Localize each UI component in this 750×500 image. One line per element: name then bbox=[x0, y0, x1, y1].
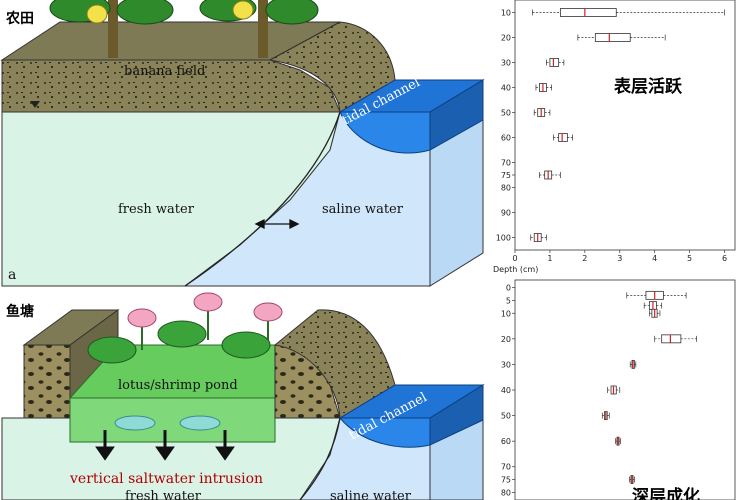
y-tick-label: 50 bbox=[501, 412, 511, 421]
y-tick-label: 30 bbox=[501, 360, 511, 369]
box-depth-75 bbox=[629, 475, 635, 484]
y-tick-label: 40 bbox=[501, 386, 511, 395]
box-depth-20 bbox=[654, 334, 697, 344]
farm-cn-label: 农田 bbox=[5, 10, 34, 27]
box-depth-30 bbox=[546, 58, 565, 67]
freshwater-saltwater-interface-top bbox=[184, 111, 341, 287]
iqr-box bbox=[594, 33, 631, 42]
y-tick-label: 100 bbox=[496, 234, 511, 243]
y-tick-label: 70 bbox=[501, 159, 511, 168]
lotus-plant-1 bbox=[87, 308, 157, 364]
x-tick-label: 2 bbox=[582, 254, 587, 263]
x-tick-label: 0 bbox=[512, 254, 517, 263]
y-tick-label: 90 bbox=[501, 209, 511, 218]
farm-diagram: 农田 banana field tidal channel fresh wate… bbox=[0, 0, 485, 287]
lotus-plant-2 bbox=[157, 292, 223, 348]
y-tick-label: 5 bbox=[506, 296, 511, 305]
surface-active-label: 表层活跃 bbox=[614, 76, 683, 97]
y-tick-label: 60 bbox=[501, 437, 511, 446]
tidal-channel-bottom-side-face bbox=[429, 384, 484, 446]
iqr-box bbox=[558, 133, 568, 142]
x-tick-label: 1 bbox=[547, 254, 552, 263]
box-depth-50 bbox=[601, 411, 610, 420]
lotus-pond-label: lotus/shrimp pond bbox=[118, 378, 238, 393]
freshwater-saltwater-interface-bottom bbox=[299, 417, 341, 500]
shrimp-icon bbox=[179, 415, 221, 431]
box-depth-10 bbox=[649, 308, 661, 318]
box-depth-60 bbox=[615, 436, 621, 446]
iqr-box bbox=[559, 8, 617, 17]
box-depth-60 bbox=[553, 133, 573, 142]
y-tick-label: 10 bbox=[501, 309, 511, 318]
box-depth-30 bbox=[629, 360, 637, 369]
box-depth-40 bbox=[607, 385, 621, 395]
plot-frame bbox=[514, 279, 736, 500]
saline-water-label-top: saline water bbox=[322, 202, 404, 217]
left-dike-front bbox=[23, 344, 71, 419]
box-depth-7 bbox=[643, 301, 663, 310]
iqr-box bbox=[549, 58, 560, 67]
banana-field-label: banana field bbox=[124, 64, 205, 79]
y-tick-label: 80 bbox=[501, 184, 511, 193]
y-tick-label: 75 bbox=[501, 171, 511, 180]
y-tick-label: 80 bbox=[501, 488, 511, 497]
water-table-marker bbox=[30, 101, 40, 108]
x-tick-label: 5 bbox=[687, 254, 692, 263]
depth-axis-title: Depth (cm) bbox=[493, 265, 538, 274]
box-depth-40 bbox=[535, 83, 553, 92]
y-tick-label: 60 bbox=[501, 134, 511, 143]
box-depth-50 bbox=[533, 108, 551, 117]
pond-diagram: 鱼塘 lotus/shrimp pond tidal channel verti… bbox=[1, 292, 485, 500]
x-tick-label: 4 bbox=[652, 254, 657, 263]
y-tick-label: 50 bbox=[501, 109, 511, 118]
y-tick-label: 40 bbox=[501, 84, 511, 93]
boxplot-chart-bottom: 0 5 10 20 30 40 50 60 70 75 80 bbox=[501, 279, 736, 500]
lotus-plant-3 bbox=[221, 302, 283, 359]
box-depth-75 bbox=[539, 170, 561, 180]
iqr-box bbox=[661, 334, 682, 344]
fresh-water-label-bottom: fresh water bbox=[125, 489, 202, 500]
pond-cn-label: 鱼塘 bbox=[6, 303, 34, 320]
shrimp-icon bbox=[114, 415, 156, 431]
x-tick-label: 3 bbox=[617, 254, 622, 263]
box-depth-3 bbox=[626, 290, 687, 300]
y-tick-label: 30 bbox=[501, 59, 511, 68]
vertical-intrusion-label: vertical saltwater intrusion bbox=[69, 471, 263, 487]
y-tick-label: 20 bbox=[501, 335, 511, 344]
y-tick-label: 75 bbox=[501, 476, 511, 485]
y-tick-label: 10 bbox=[501, 9, 511, 18]
box-depth-100 bbox=[530, 233, 547, 242]
pond-water-front bbox=[69, 397, 276, 443]
saltwater-intrusion-arrows bbox=[95, 430, 235, 461]
x-tick-label: 6 bbox=[722, 254, 727, 263]
box-depth-10 bbox=[532, 8, 725, 17]
banana-plant-2 bbox=[199, 0, 319, 58]
panel-a-label: a bbox=[8, 267, 16, 283]
deep-label: 深层成化 bbox=[632, 486, 700, 500]
y-tick-label: 70 bbox=[501, 463, 511, 472]
fresh-water-label-top: fresh water bbox=[118, 202, 195, 217]
y-tick-label: 0 bbox=[506, 284, 511, 293]
y-tick-label: 20 bbox=[501, 34, 511, 43]
saline-water-label-bottom: saline water bbox=[330, 489, 412, 500]
banana-plant-1 bbox=[49, 0, 174, 58]
box-depth-20 bbox=[577, 33, 666, 42]
tidal-channel-side-face bbox=[429, 79, 484, 151]
mixing-arrow bbox=[254, 218, 300, 230]
